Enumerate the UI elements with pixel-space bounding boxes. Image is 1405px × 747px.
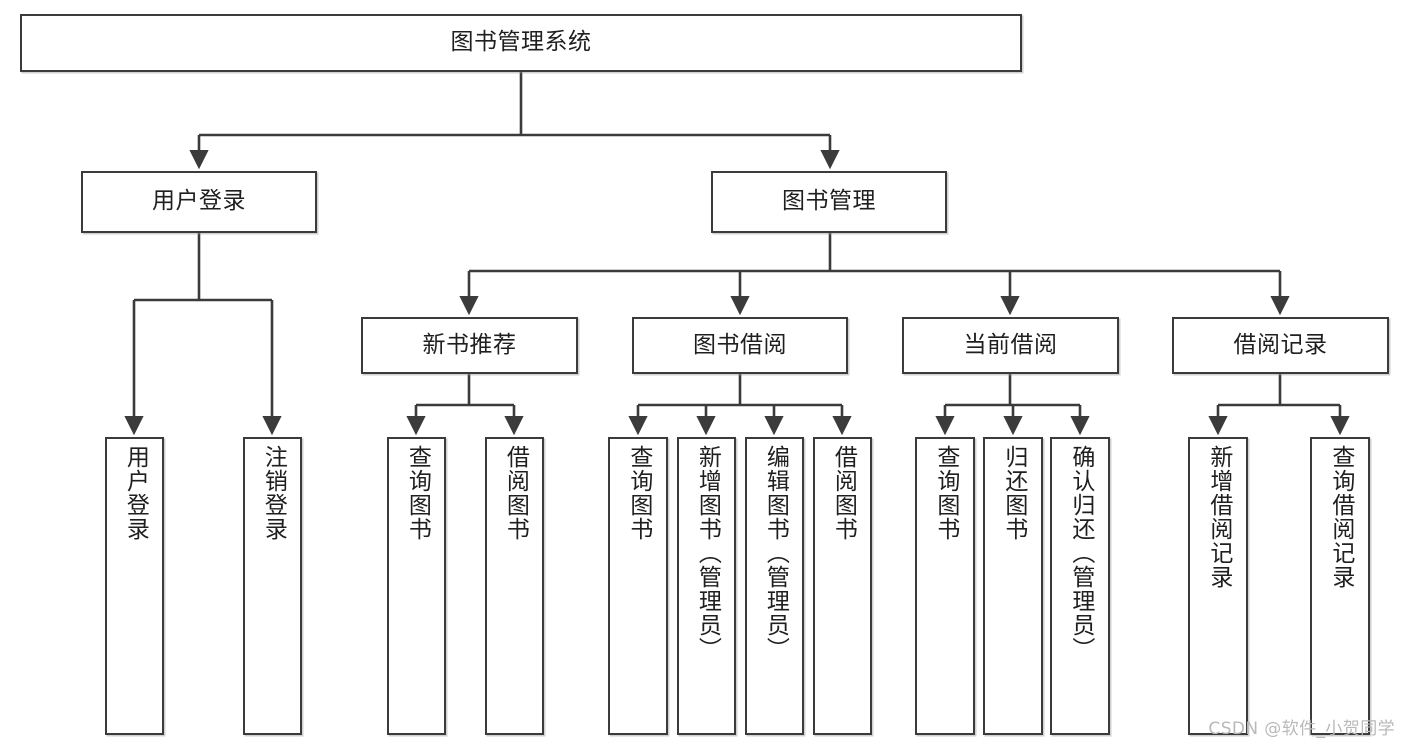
leaf-query-borrow-record-label: 查询借阅记录 bbox=[1327, 445, 1354, 589]
leaf-add-book-admin[interactable]: 新增图书（管理员） bbox=[677, 437, 736, 735]
leaf-borrow-book-label: 借阅图书 bbox=[830, 445, 857, 541]
node-book-borrow[interactable]: 图书借阅 bbox=[632, 317, 848, 374]
leaf-confirm-return-admin[interactable]: 确认归还（管理员） bbox=[1050, 437, 1110, 735]
node-new-book-recommend[interactable]: 新书推荐 bbox=[361, 317, 578, 374]
leaf-query-book-borrow-label: 查询图书 bbox=[625, 445, 652, 541]
leaf-user-login-label: 用户登录 bbox=[122, 445, 149, 541]
leaf-add-borrow-record-label: 新增借阅记录 bbox=[1205, 445, 1232, 589]
leaf-edit-book-admin[interactable]: 编辑图书（管理员） bbox=[745, 437, 804, 735]
leaf-return-book-label: 归还图书 bbox=[1000, 445, 1027, 541]
node-user-login[interactable]: 用户登录 bbox=[81, 171, 317, 233]
node-book-management-label: 图书管理 bbox=[782, 188, 876, 215]
leaf-return-book[interactable]: 归还图书 bbox=[983, 437, 1043, 735]
node-book-borrow-label: 图书借阅 bbox=[693, 331, 787, 358]
leaf-confirm-return-admin-label: 确认归还（管理员） bbox=[1067, 445, 1094, 661]
node-current-borrow[interactable]: 当前借阅 bbox=[902, 317, 1119, 374]
csdn-watermark: CSDN @软件_小贺同学 bbox=[1208, 719, 1395, 739]
leaf-query-borrow-record[interactable]: 查询借阅记录 bbox=[1310, 437, 1370, 735]
leaf-query-book-rec[interactable]: 查询图书 bbox=[387, 437, 446, 735]
node-borrow-record[interactable]: 借阅记录 bbox=[1172, 317, 1389, 374]
leaf-query-book-rec-label: 查询图书 bbox=[404, 445, 431, 541]
node-current-borrow-label: 当前借阅 bbox=[963, 331, 1058, 358]
leaf-borrow-book-rec[interactable]: 借阅图书 bbox=[485, 437, 544, 735]
leaf-query-book-current[interactable]: 查询图书 bbox=[915, 437, 975, 735]
node-borrow-record-label: 借阅记录 bbox=[1233, 331, 1328, 358]
node-root[interactable]: 图书管理系统 bbox=[20, 14, 1022, 72]
leaf-borrow-book-rec-label: 借阅图书 bbox=[502, 445, 529, 541]
leaf-query-book-borrow[interactable]: 查询图书 bbox=[608, 437, 668, 735]
node-book-management[interactable]: 图书管理 bbox=[711, 171, 947, 233]
node-root-label: 图书管理系统 bbox=[450, 29, 592, 56]
leaf-add-book-admin-label: 新增图书（管理员） bbox=[694, 445, 721, 661]
leaf-user-login[interactable]: 用户登录 bbox=[105, 437, 164, 735]
leaf-borrow-book[interactable]: 借阅图书 bbox=[813, 437, 872, 735]
leaf-add-borrow-record[interactable]: 新增借阅记录 bbox=[1188, 437, 1248, 735]
node-user-login-label: 用户登录 bbox=[152, 188, 246, 215]
leaf-query-book-current-label: 查询图书 bbox=[932, 445, 959, 541]
leaf-logout[interactable]: 注销登录 bbox=[243, 437, 302, 735]
leaf-logout-label: 注销登录 bbox=[260, 445, 287, 541]
node-new-book-recommend-label: 新书推荐 bbox=[422, 331, 517, 358]
leaf-edit-book-admin-label: 编辑图书（管理员） bbox=[762, 445, 789, 661]
